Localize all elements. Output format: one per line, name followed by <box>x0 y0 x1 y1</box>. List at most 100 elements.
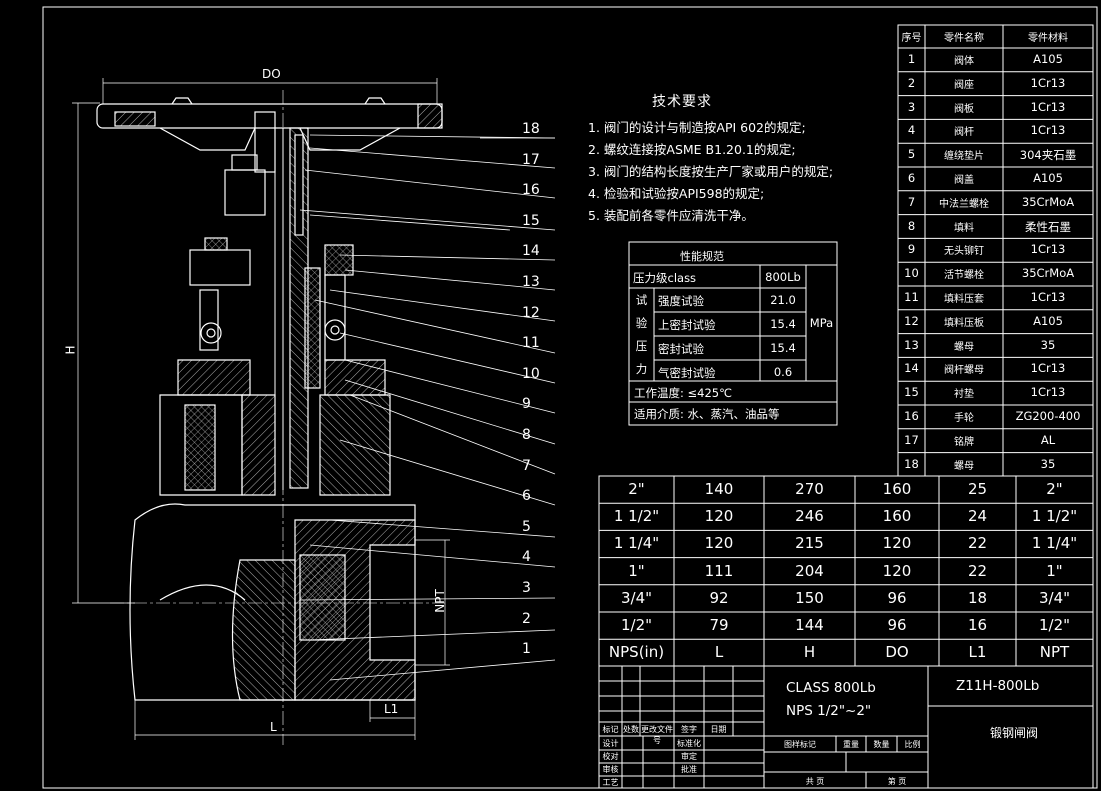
sign-row-left: 工艺 <box>602 778 619 787</box>
revision-header: 日期 <box>710 725 727 734</box>
dims-cell: 215 <box>795 534 824 553</box>
title-block-grid <box>598 665 1094 789</box>
parts-cell: 手轮 <box>954 413 974 424</box>
leader-number: 4 <box>522 549 531 566</box>
parts-cell: 10 <box>904 266 919 281</box>
parts-cell: 5 <box>907 147 916 162</box>
stage-header: 重量 <box>843 740 859 749</box>
class-line: CLASS 800Lb <box>786 680 876 696</box>
leader-number: 11 <box>522 335 540 352</box>
test-group-char: 力 <box>635 362 648 376</box>
parts-cell: 柔性石墨 <box>1025 219 1071 234</box>
test-value: 15.4 <box>770 341 796 355</box>
parts-cell: 填料压板 <box>944 317 984 329</box>
dims-cell: 1 1/4" <box>1031 534 1078 553</box>
dims-cell: 160 <box>882 507 912 526</box>
dims-cell: NPT <box>1039 643 1070 662</box>
parts-cell: 填料 <box>954 222 974 234</box>
applicable-media: 适用介质: 水、蒸汽、油品等 <box>634 407 780 421</box>
dims-cell: 92 <box>709 588 729 607</box>
dims-cell: 79 <box>709 616 729 634</box>
parts-cell: 4 <box>907 123 916 138</box>
parts-header: 零件名称 <box>944 33 984 44</box>
dim-label-l: L <box>270 720 277 734</box>
leader-number: 8 <box>522 427 531 443</box>
leader-number: 13 <box>522 274 540 290</box>
parts-cell: 螺母 <box>954 341 974 353</box>
parts-cell: 35 <box>1040 456 1056 471</box>
dim-label-h: H <box>63 345 78 355</box>
test-value: 21.0 <box>770 293 796 307</box>
dims-cell: 204 <box>795 561 824 580</box>
pressure-class-label: 压力级class <box>633 271 697 285</box>
parts-cell: 1Cr13 <box>1030 75 1066 90</box>
leader-number: 10 <box>522 365 540 382</box>
sign-row-left: 校对 <box>602 752 619 761</box>
parts-cell: 1 <box>907 52 916 66</box>
valve-drawing <box>72 78 556 745</box>
perf-table-grid <box>628 241 838 426</box>
leader-number: 7 <box>522 457 531 474</box>
dims-cell: 18 <box>967 588 988 607</box>
dims-row-lines <box>599 502 1093 640</box>
parts-cell: 7 <box>907 194 916 209</box>
parts-cell: 2 <box>907 75 916 90</box>
dims-cell: 2" <box>628 480 645 498</box>
dims-cell: 1" <box>1046 561 1063 580</box>
dims-cell: 140 <box>704 480 734 498</box>
test-name: 气密封试验 <box>658 366 716 380</box>
tech-requirement-item: 1. 阀门的设计与制造按API 602的规定; <box>588 120 806 135</box>
dims-cell: 16 <box>967 616 988 634</box>
parts-cell: 17 <box>904 432 919 447</box>
dims-cell: 2" <box>1046 480 1063 498</box>
stage-header: 数量 <box>873 740 890 749</box>
dim-label-l1: L1 <box>384 702 399 716</box>
parts-cell: 铭牌 <box>954 436 974 448</box>
parts-cell: 阀体 <box>954 56 974 67</box>
dims-cell: 24 <box>967 507 988 526</box>
parts-cell: 1Cr13 <box>1030 242 1066 257</box>
parts-cell: 衬垫 <box>954 389 974 401</box>
nps-line: NPS 1/2"~2" <box>786 703 872 719</box>
dims-cell: 1 1/4" <box>613 534 660 553</box>
dims-cell: 120 <box>704 507 734 526</box>
stage-header: 比例 <box>904 740 921 749</box>
dims-cell: L1 <box>968 643 987 662</box>
parts-cell: A105 <box>1033 313 1063 328</box>
sheet-total: 共 页 <box>805 777 825 786</box>
test-group-char: 压 <box>635 339 648 353</box>
parts-cell: 填料压套 <box>944 294 984 305</box>
leader-number: 16 <box>522 182 540 199</box>
dims-cell: 96 <box>887 588 907 607</box>
revision-header: 更改文件号 <box>641 725 673 745</box>
dims-cell: 144 <box>795 616 824 634</box>
parts-cell: 1Cr13 <box>1030 99 1066 114</box>
leader-number: 6 <box>522 488 531 505</box>
parts-cell: A105 <box>1033 171 1063 185</box>
leader-number: 14 <box>522 243 540 260</box>
parts-header: 序号 <box>901 33 922 44</box>
parts-cell: ZG200-400 <box>1015 409 1081 423</box>
dims-cell: 246 <box>795 507 824 526</box>
test-group-char: 试 <box>635 293 648 307</box>
tech-requirements-title: 技术要求 <box>652 94 712 110</box>
sign-row-right: 标准化 <box>677 739 701 748</box>
dims-cell: 1/2" <box>620 616 653 634</box>
dims-cell: 120 <box>882 561 912 580</box>
parts-cell: 14 <box>904 361 919 376</box>
parts-cell: 8 <box>907 218 916 233</box>
leader-number: 5 <box>522 518 531 535</box>
dims-cell: 3/4" <box>1038 588 1071 607</box>
parts-cell: 304夹石墨 <box>1019 148 1077 163</box>
parts-cell: 13 <box>904 337 919 352</box>
model-number: Z11H-800Lb <box>956 678 1040 694</box>
parts-cell: 阀杆螺母 <box>944 365 984 377</box>
parts-cell: 18 <box>904 456 919 471</box>
dims-cell: 150 <box>795 588 824 607</box>
parts-cell: 1Cr13 <box>1030 290 1066 304</box>
dims-cell: L <box>714 643 724 662</box>
dims-cell: H <box>803 643 816 662</box>
parts-cell: 无头铆钉 <box>944 246 984 258</box>
leader-number: 17 <box>522 151 540 168</box>
parts-cell: 3 <box>907 99 916 114</box>
